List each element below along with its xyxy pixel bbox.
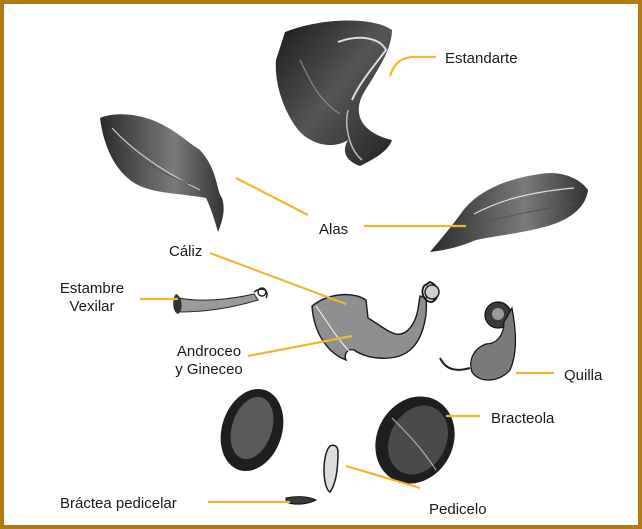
label-estambre-vexilar: Estambre Vexilar bbox=[38, 280, 146, 316]
quilla-petal bbox=[440, 302, 516, 380]
label-estandarte: Estandarte bbox=[445, 50, 518, 68]
label-androceo-line1: Androceo bbox=[154, 343, 264, 361]
leader-alas-left bbox=[236, 178, 308, 215]
label-estambre-line2: Vexilar bbox=[38, 298, 146, 316]
ala-left-petal bbox=[100, 114, 224, 232]
bracteola-left bbox=[210, 381, 293, 479]
label-androceo-gineceo: Androceo y Gineceo bbox=[154, 343, 264, 379]
bracteola bbox=[360, 382, 469, 497]
estandarte-petal bbox=[276, 20, 392, 166]
label-alas: Alas bbox=[319, 221, 348, 239]
ala-right-petal bbox=[430, 173, 588, 252]
flower-parts-illustration bbox=[4, 4, 638, 525]
label-pedicelo: Pedicelo bbox=[429, 501, 487, 519]
androceo-gineceo bbox=[312, 282, 439, 360]
label-quilla: Quilla bbox=[564, 367, 602, 385]
label-bracteola: Bracteola bbox=[491, 410, 554, 428]
leader-caliz bbox=[210, 253, 346, 304]
label-androceo-line2: y Gineceo bbox=[154, 361, 264, 379]
label-caliz: Cáliz bbox=[169, 243, 202, 261]
leader-estandarte bbox=[390, 57, 436, 76]
bractea-pedicelar bbox=[286, 497, 316, 504]
pedicelo bbox=[324, 445, 338, 492]
estambre-vexilar bbox=[173, 288, 267, 314]
label-bractea-pedicelar: Bráctea pedicelar bbox=[60, 495, 177, 513]
label-estambre-line1: Estambre bbox=[38, 280, 146, 298]
